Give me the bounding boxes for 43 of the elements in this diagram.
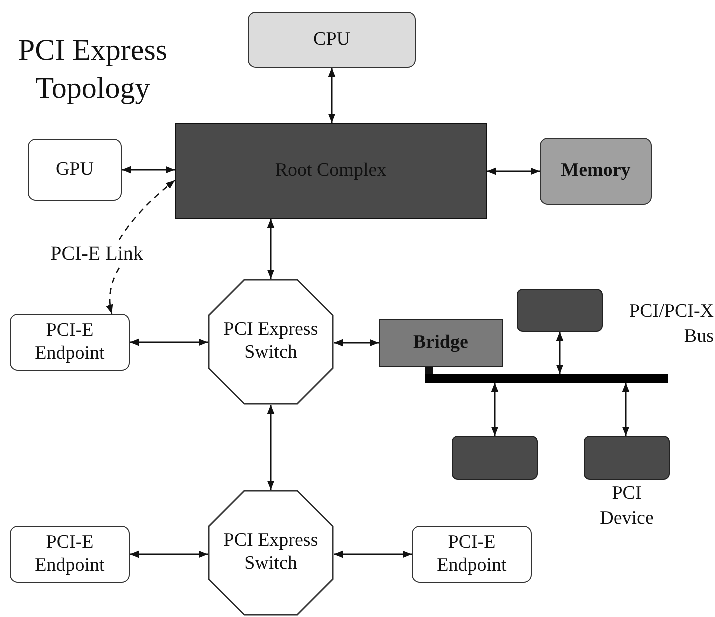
node-label: PCI-E Link [50,242,144,266]
leader-line [118,180,176,240]
arrow [122,166,175,174]
arrow [328,68,336,123]
bus-bar [425,374,668,383]
switch-octagon [208,490,334,616]
switch-octagon [208,279,334,405]
node-label: Bridge [414,332,468,354]
arrow [130,550,208,558]
bus-label: PCI/PCI-X Bus [628,300,714,349]
caption-text: PCI Device [599,482,655,531]
device-box [517,289,603,332]
arrow [267,219,275,279]
bridge-box [379,319,503,367]
node-label: PCI Express Switch [222,530,320,576]
process-box [412,526,532,583]
diagram-title: PCI Express Topology [17,33,169,106]
arrow [491,383,499,436]
process-box [248,12,416,68]
node-label: Root Complex [275,160,387,182]
arrow [334,339,379,347]
arrow [556,332,564,374]
arrow [130,338,208,346]
arrow [487,168,540,176]
memory-box [540,138,652,205]
bus-connector [425,367,433,374]
node-label: PCI-E Endpoint [436,532,508,578]
process-box [10,526,130,583]
node-label: Memory [561,160,631,183]
node-label: CPU [314,28,350,52]
node-label: PCI-E Endpoint [34,320,106,366]
arrow [334,550,412,558]
device-box [452,436,538,480]
root-complex-box [175,123,487,219]
device-box [584,436,670,480]
node-label: PCI Express Switch [222,319,320,365]
node-label: PCI-E Endpoint [34,532,106,578]
node-label: GPU [56,158,94,182]
arrow [267,405,275,490]
process-box [10,314,130,371]
arrow [622,383,630,436]
process-box [28,139,122,201]
leader-line [106,268,120,314]
